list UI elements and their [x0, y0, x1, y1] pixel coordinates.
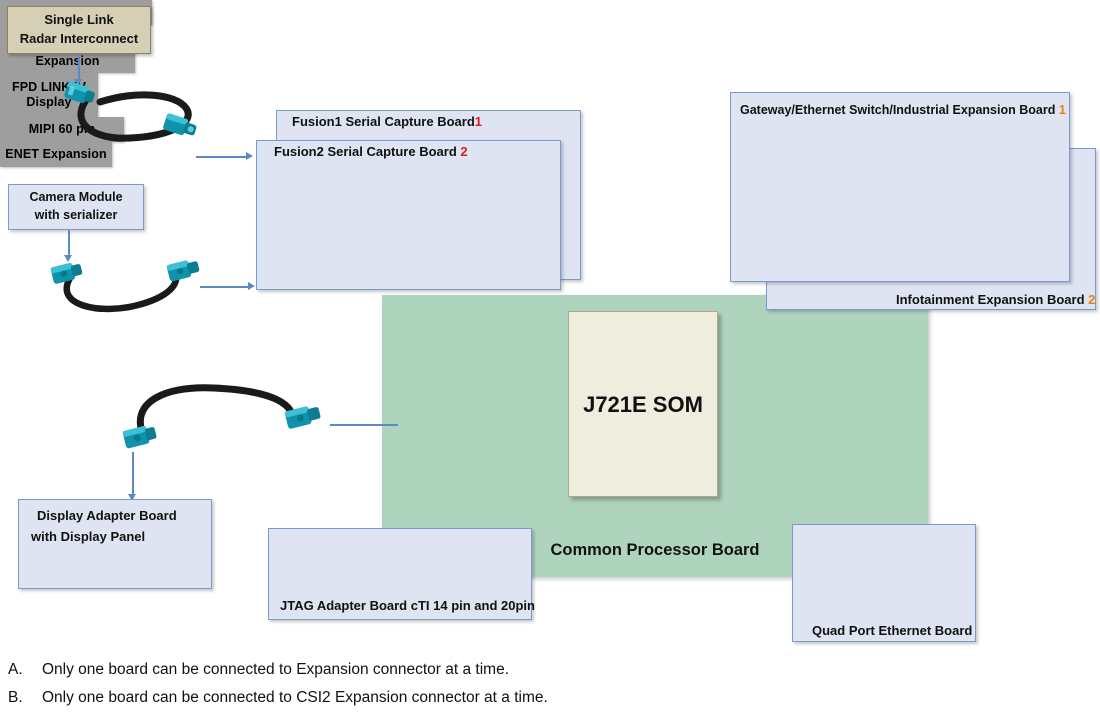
- arrow-display-cable-to-adapter: [132, 452, 134, 496]
- fakra-connector-camera-left-icon: [50, 262, 83, 284]
- radar-legend-line2: Radar Interconnect: [19, 31, 139, 46]
- display-adapter-line1: Display Adapter Board: [37, 508, 177, 523]
- quad-port-ethernet-board-label: Quad Port Ethernet Board: [812, 623, 973, 638]
- display-coax-cable: [136, 384, 294, 436]
- fakra-connector-camera-right-icon: [166, 260, 200, 282]
- fakra-connector-display-left-icon: [122, 425, 157, 449]
- footnote-b: B. Only one board can be connected to CS…: [8, 684, 908, 712]
- infotainment-label: Infotainment Expansion Board 2: [896, 292, 1095, 307]
- single-link-radar-interconnect-box: Single Link Radar Interconnect: [7, 6, 151, 54]
- quad-port-ethernet-board: [792, 524, 976, 642]
- arrow-camera-to-fusion-head: [248, 282, 255, 290]
- display-adapter-line2: with Display Panel: [31, 529, 146, 544]
- j721e-som-label: J721E SOM: [583, 392, 703, 417]
- radar-legend-line1: Single Link: [44, 12, 114, 27]
- fakra-connector-radar-left-icon: [64, 81, 95, 104]
- footnote-b-mark: B.: [8, 689, 23, 706]
- fusion2-label: Fusion2 Serial Capture Board 2: [274, 144, 468, 159]
- fusion1-label-text: Fusion1 Serial Capture Board: [292, 114, 475, 129]
- arrow-camera-to-cable-head: [64, 255, 72, 262]
- arrow-radar-to-fusion-head: [246, 152, 253, 160]
- arrow-camera-to-cable: [68, 230, 70, 256]
- arrow-camera-to-fusion: [200, 286, 250, 288]
- footnote-a: A. Only one board can be connected to Ex…: [8, 656, 908, 684]
- fusion2-serial-capture-board: [256, 140, 561, 290]
- infotainment-number: 2: [1088, 292, 1096, 307]
- footnote-a-mark: A.: [8, 661, 23, 678]
- fusion2-number: 2: [460, 144, 468, 159]
- footnote-a-text: Only one board can be connected to Expan…: [42, 661, 510, 678]
- gateway-label: Gateway/Ethernet Switch/Industrial Expan…: [740, 103, 1066, 117]
- fakra-connector-display-right-icon: [284, 406, 321, 429]
- arrow-radar-to-cable-head: [74, 79, 82, 86]
- gateway-number: 1: [1058, 103, 1066, 117]
- gateway-ethernet-industrial-expansion-board: [730, 92, 1070, 282]
- gateway-label-text: Gateway/Ethernet Switch/Industrial Expan…: [740, 103, 1056, 117]
- fakra-connector-radar-right-icon: [163, 113, 197, 136]
- fusion1-label: Fusion1 Serial Capture Board1: [292, 114, 482, 129]
- arrow-radar-to-fusion: [196, 156, 248, 158]
- camera-coax-cable: [63, 274, 180, 313]
- camera-module-line2: with serializer: [34, 208, 118, 222]
- display-adapter-board: Display Adapter Board with Display Panel: [18, 499, 212, 589]
- arrow-display-cable-to-adapter-head: [128, 494, 136, 501]
- arrow-display-cable-to-fpdlink: [330, 424, 398, 426]
- j721e-som: J721E SOM: [568, 311, 718, 497]
- arrow-radar-to-cable: [78, 54, 80, 80]
- fpd-link-line2: Display: [26, 95, 72, 109]
- fusion1-number: 1: [474, 114, 482, 129]
- enet-expansion-connector[interactable]: ENET Expansion: [0, 142, 112, 167]
- footnotes: A. Only one board can be connected to Ex…: [8, 656, 908, 712]
- infotainment-label-text: Infotainment Expansion Board: [896, 292, 1085, 307]
- fusion2-label-text: Fusion2 Serial Capture Board: [274, 144, 457, 159]
- camera-module-line1: Camera Module: [29, 190, 123, 204]
- camera-module-box: Camera Module with serializer: [8, 184, 144, 230]
- jtag-adapter-board-label: JTAG Adapter Board cTI 14 pin and 20pin: [280, 598, 535, 613]
- footnote-b-text: Only one board can be connected to CSI2 …: [42, 689, 548, 706]
- common-processor-board-label: Common Processor Board: [550, 541, 760, 559]
- jtag-adapter-board: [268, 528, 532, 620]
